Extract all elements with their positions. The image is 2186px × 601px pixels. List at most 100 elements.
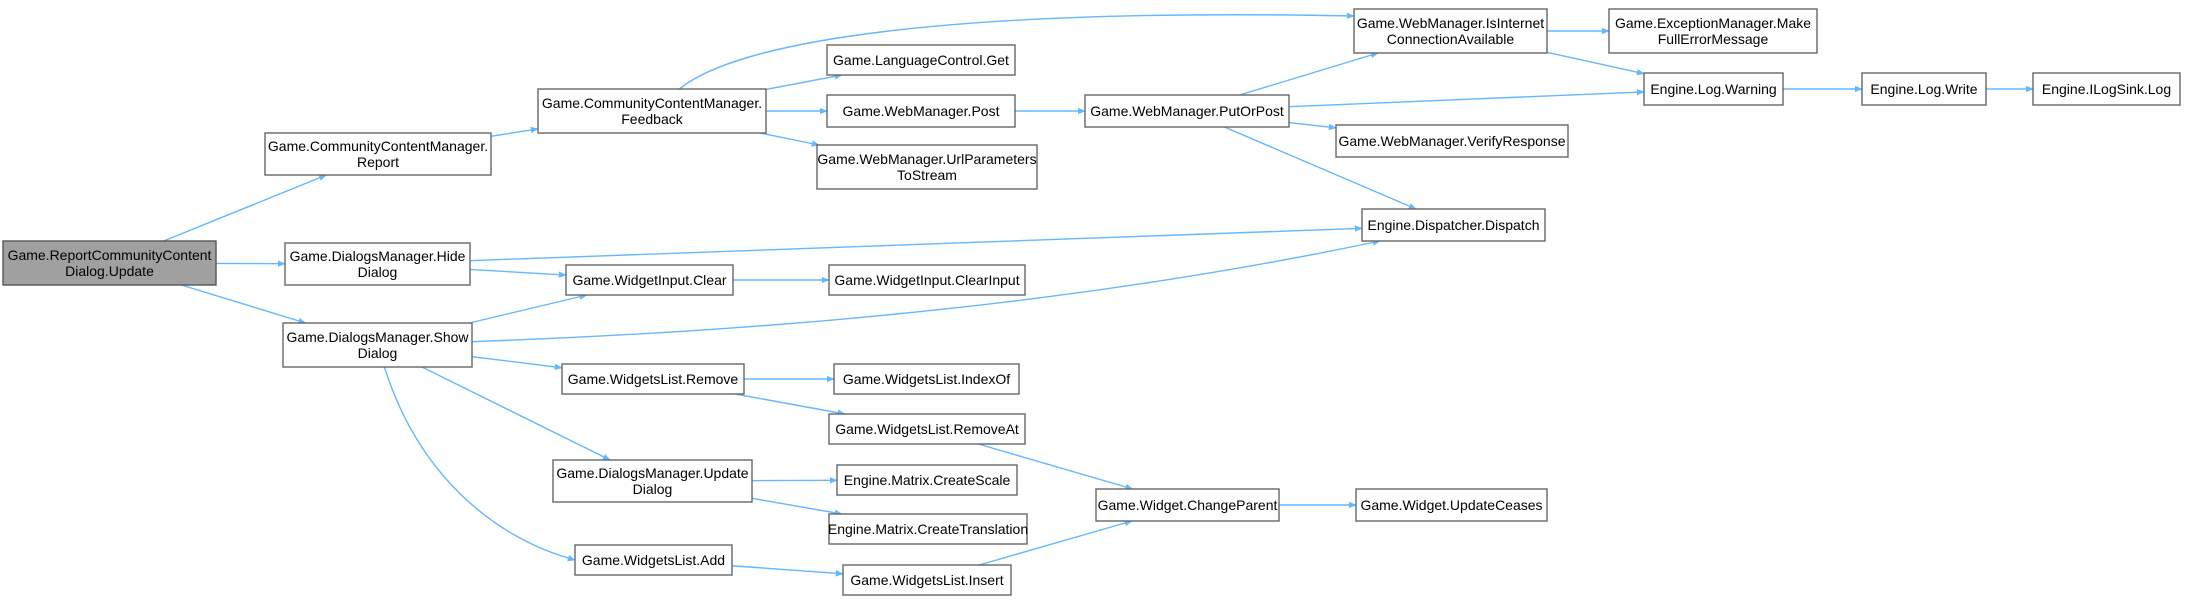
edge-root-to-ccm_report <box>163 174 328 242</box>
node-label: Game.DialogsManager.Show <box>286 329 469 345</box>
node-label: Game.DialogsManager.Update <box>556 465 748 481</box>
node-label: Engine.Matrix.CreateScale <box>844 472 1011 488</box>
edge-dm_hide-to-dispatch <box>469 225 1363 262</box>
node-label: Engine.Dispatcher.Dispatch <box>1368 217 1540 233</box>
node-box <box>836 464 1018 496</box>
node-box <box>826 94 1016 128</box>
edge-wm_putorpost-to-wm_verify <box>1288 121 1337 131</box>
edge-wm_putorpost-to-dispatch <box>1224 126 1417 210</box>
node-wl_indexof[interactable]: Game.WidgetsList.IndexOf <box>833 363 1020 395</box>
node-wl_insert[interactable]: Game.WidgetsList.Insert <box>842 564 1012 596</box>
node-box <box>1335 124 1569 158</box>
edge-ccm_feedback-to-lang_get <box>765 73 843 91</box>
node-label: Game.LanguageControl.Get <box>833 52 1009 68</box>
node-lang_get[interactable]: Game.LanguageControl.Get <box>826 44 1016 76</box>
node-label: Game.Widget.UpdateCeases <box>1360 497 1542 513</box>
edge-dm_show-to-dispatch <box>471 239 1381 343</box>
node-wi_clear[interactable]: Game.WidgetInput.Clear <box>565 264 734 296</box>
edge-dm_show-to-wl_add <box>383 366 576 562</box>
edge-wl_remove-to-wl_removeat <box>735 393 846 416</box>
edge-dm_update-to-mx_translation <box>751 497 843 516</box>
edge-wm_inet-to-log_warning <box>1546 51 1645 76</box>
node-label: Engine.Log.Write <box>1870 81 1977 97</box>
node-label: Game.WebManager.Post <box>843 103 1000 119</box>
node-ccm_report[interactable]: Game.CommunityContentManager.Report <box>264 132 492 176</box>
node-label: Game.WidgetsList.Remove <box>568 371 739 387</box>
edge-root-to-dm_show <box>181 284 307 324</box>
edge-dm_show-to-wl_remove <box>471 355 563 371</box>
node-box <box>1095 488 1280 522</box>
node-label: Report <box>357 154 399 170</box>
node-ccm_feedback[interactable]: Game.CommunityContentManager.Feedback <box>537 88 767 134</box>
node-label: ConnectionAvailable <box>1387 31 1515 47</box>
node-wm_post[interactable]: Game.WebManager.Post <box>826 94 1016 128</box>
node-box <box>1361 208 1546 242</box>
edge-ccm_report-to-ccm_feedback <box>490 126 539 137</box>
node-label: Game.CommunityContentManager. <box>268 138 488 154</box>
node-label: Game.WidgetInput.Clear <box>572 272 726 288</box>
node-label: Game.WebManager.IsInternet <box>1357 15 1544 31</box>
node-box <box>552 459 753 503</box>
node-mx_scale[interactable]: Engine.Matrix.CreateScale <box>836 464 1018 496</box>
node-box <box>833 363 1020 395</box>
edge-ccm_feedback-to-wm_inet <box>678 12 1355 90</box>
node-box <box>574 544 733 576</box>
node-wl_removeat[interactable]: Game.WidgetsList.RemoveAt <box>828 413 1026 445</box>
node-ilogsink[interactable]: Engine.ILogSink.Log <box>2032 72 2181 106</box>
node-box <box>1643 72 1784 106</box>
node-label: Game.DialogsManager.Hide <box>290 248 466 264</box>
node-mx_translation[interactable]: Engine.Matrix.CreateTranslation <box>828 513 1028 545</box>
node-wm_inet[interactable]: Game.WebManager.IsInternetConnectionAvai… <box>1353 8 1548 54</box>
node-label: Game.WidgetInput.ClearInput <box>834 272 1019 288</box>
node-dispatch[interactable]: Engine.Dispatcher.Dispatch <box>1361 208 1546 242</box>
node-wi_clearinput[interactable]: Game.WidgetInput.ClearInput <box>828 264 1026 296</box>
node-w_updateceases[interactable]: Game.Widget.UpdateCeases <box>1355 488 1548 522</box>
node-box <box>284 242 471 286</box>
node-label: Game.WebManager.VerifyResponse <box>1339 133 1566 149</box>
node-box <box>2 240 217 286</box>
node-label: Game.WidgetsList.IndexOf <box>843 371 1010 387</box>
node-label: Game.Widget.ChangeParent <box>1098 497 1278 513</box>
node-label: Engine.Log.Warning <box>1650 81 1776 97</box>
node-box <box>828 413 1026 445</box>
node-label: Dialog.Update <box>65 263 154 279</box>
edge-wl_add-to-wl_insert <box>731 565 844 577</box>
node-label: Game.WebManager.UrlParameters <box>817 151 1036 167</box>
node-wl_remove[interactable]: Game.WidgetsList.Remove <box>561 363 745 395</box>
node-wm_putorpost[interactable]: Game.WebManager.PutOrPost <box>1084 94 1290 128</box>
node-wl_add[interactable]: Game.WidgetsList.Add <box>574 544 733 576</box>
node-w_changeparent[interactable]: Game.Widget.ChangeParent <box>1095 488 1280 522</box>
node-log_write[interactable]: Engine.Log.Write <box>1861 72 1987 106</box>
edge-dm_show-to-dm_update <box>421 366 611 461</box>
nodes-layer: Game.ReportCommunityContentDialog.Update… <box>2 8 2181 596</box>
node-label: Game.WidgetsList.Insert <box>850 572 1003 588</box>
node-box <box>1861 72 1987 106</box>
node-label: Dialog <box>358 264 398 280</box>
node-box <box>565 264 734 296</box>
node-box <box>1353 8 1548 54</box>
node-exc_make[interactable]: Game.ExceptionManager.MakeFullErrorMessa… <box>1608 8 1818 54</box>
edge-wl_insert-to-w_changeparent <box>978 519 1133 566</box>
node-box <box>2032 72 2181 106</box>
edge-wl_removeat-to-w_changeparent <box>978 443 1134 491</box>
node-box <box>828 513 1028 545</box>
node-label: Game.WebManager.PutOrPost <box>1090 103 1284 119</box>
edge-wm_putorpost-to-wm_inet <box>1239 52 1379 96</box>
node-box <box>264 132 492 176</box>
node-box <box>1355 488 1548 522</box>
node-label: Game.ReportCommunityContent <box>8 247 212 263</box>
node-box <box>282 322 473 368</box>
node-wm_verify[interactable]: Game.WebManager.VerifyResponse <box>1335 124 1569 158</box>
node-log_warning[interactable]: Engine.Log.Warning <box>1643 72 1784 106</box>
edge-dm_show-to-wi_clear <box>469 293 588 324</box>
edge-dm_hide-to-wi_clear <box>469 268 567 278</box>
node-box <box>826 44 1016 76</box>
node-label: Game.WidgetsList.Add <box>582 552 725 568</box>
node-label: ToStream <box>897 167 957 183</box>
